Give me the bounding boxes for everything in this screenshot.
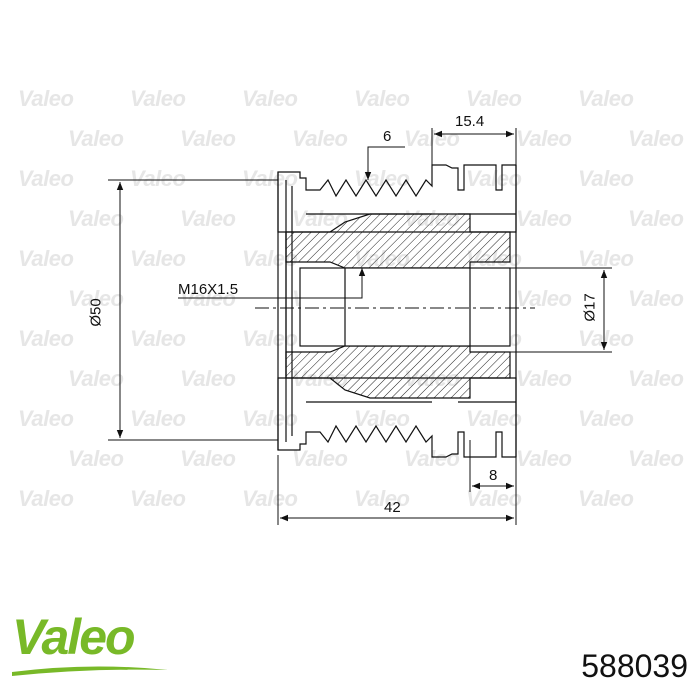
watermark: Valeo xyxy=(578,406,634,431)
watermark: Valeo xyxy=(68,286,124,311)
watermark: Valeo xyxy=(516,366,572,391)
watermark: Valeo xyxy=(180,446,236,471)
watermark: Valeo xyxy=(242,166,298,191)
valeo-logo: Valeo xyxy=(12,609,136,665)
watermark: Valeo xyxy=(292,446,348,471)
watermark: Valeo xyxy=(130,486,186,511)
watermark: Valeo xyxy=(18,166,74,191)
watermark: Valeo xyxy=(628,446,684,471)
watermark: Valeo xyxy=(180,366,236,391)
watermark: Valeo xyxy=(242,326,298,351)
watermark: Valeo xyxy=(628,206,684,231)
dim-clutch-width: 15.4 xyxy=(455,113,485,130)
watermark: Valeo xyxy=(18,86,74,111)
watermark: Valeo xyxy=(516,446,572,471)
watermark: Valeo xyxy=(130,246,186,271)
watermark: Valeo xyxy=(578,486,634,511)
watermark: Valeo xyxy=(516,286,572,311)
watermark: Valeo xyxy=(130,326,186,351)
pulley-outline-top xyxy=(277,164,517,233)
watermark: Valeo xyxy=(18,486,74,511)
watermark: Valeo xyxy=(354,486,410,511)
hatch-bottom xyxy=(285,345,511,399)
pulley-outline-bottom xyxy=(277,377,517,458)
watermark: Valeo xyxy=(68,126,124,151)
watermark: Valeo xyxy=(18,246,74,271)
watermark: Valeo xyxy=(628,286,684,311)
dim-flange-width: 8 xyxy=(489,467,498,484)
watermark: Valeo xyxy=(180,126,236,151)
watermark: Valeo xyxy=(242,86,298,111)
watermark: Valeo xyxy=(354,406,410,431)
watermark: Valeo xyxy=(628,126,684,151)
dim-groove-width: 6 xyxy=(383,128,392,145)
watermark: Valeo xyxy=(628,366,684,391)
watermark: Valeo xyxy=(578,166,634,191)
dim-thread: M16X1.5 xyxy=(178,281,239,298)
watermark: Valeo xyxy=(68,206,124,231)
dim-outer-diameter: Ø50 xyxy=(87,298,105,327)
watermark: Valeo xyxy=(354,86,410,111)
watermark: Valeo xyxy=(180,206,236,231)
watermark: Valeo xyxy=(68,366,124,391)
watermark: Valeo xyxy=(68,446,124,471)
watermark: Valeo xyxy=(18,406,74,431)
watermark: Valeo xyxy=(130,406,186,431)
watermark: Valeo xyxy=(578,86,634,111)
watermark: Valeo xyxy=(130,86,186,111)
watermark: Valeo xyxy=(242,486,298,511)
watermark: Valeo xyxy=(466,486,522,511)
hatch-top xyxy=(285,213,511,269)
watermark: Valeo xyxy=(578,246,634,271)
logo-swoosh xyxy=(12,666,168,676)
watermark: Valeo xyxy=(292,126,348,151)
watermark: Valeo xyxy=(466,166,522,191)
bore xyxy=(299,267,511,347)
watermark: Valeo xyxy=(466,86,522,111)
dim-total-length: 42 xyxy=(384,499,401,516)
watermark: Valeo xyxy=(466,406,522,431)
watermark: Valeo xyxy=(130,166,186,191)
watermark: Valeo xyxy=(18,326,74,351)
dim-bore-diameter: Ø17 xyxy=(581,293,599,322)
watermark: Valeo xyxy=(516,126,572,151)
watermark: Valeo xyxy=(242,406,298,431)
watermark: Valeo xyxy=(516,206,572,231)
part-number: 588039 xyxy=(581,648,688,684)
